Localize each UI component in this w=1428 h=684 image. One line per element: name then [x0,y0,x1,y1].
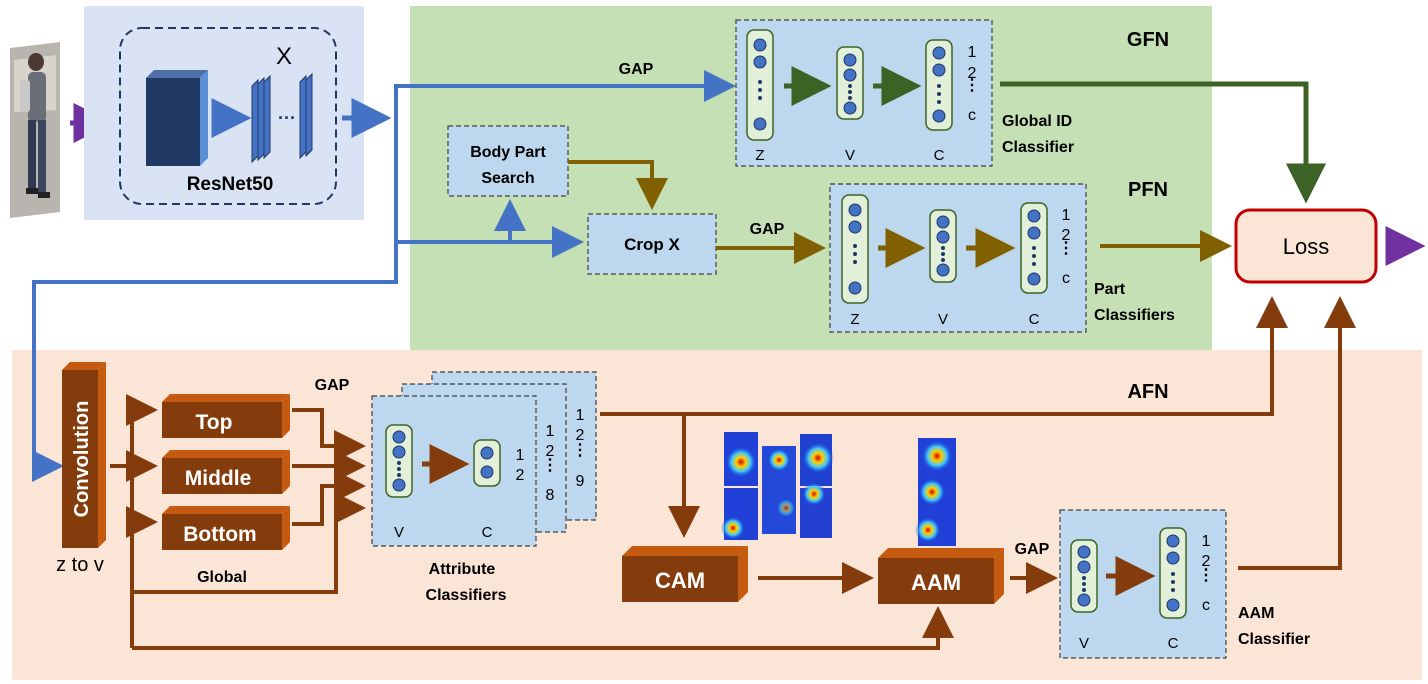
attr-stack3-index-1: 1 [576,407,585,424]
gfn-to-loss-line [1000,81,1326,204]
crop-x-box [587,213,717,275]
pfn-node-column-z [841,194,869,304]
pfn-col-v-label: V [938,311,948,328]
gfn-index-1: 1 [968,44,977,61]
feature-map-label: X [276,43,292,70]
aam-col-v-label: V [1079,635,1089,652]
attr-node-column-c [473,439,501,487]
bottom-block [162,506,290,550]
gfn-col-c-label: C [934,147,945,164]
attr-stack3-index-n: 9 [576,473,585,490]
pfn-section-label: PFN [1128,179,1168,201]
body-part-search-box [447,125,569,197]
aam-classifier-label-line2: Classifier [1238,631,1310,648]
attr-col-c-label: C [482,524,493,541]
attr-stack1-index-1: 1 [516,447,525,464]
cam-label: CAM [655,568,705,593]
middle-label: Middle [185,467,252,490]
top-to-attr-line [292,408,366,462]
aam-col-c-label: C [1168,635,1179,652]
pfn-classifier-label-line1: Part [1094,281,1126,298]
gfn-classifier-label-line1: Global ID [1002,113,1072,130]
attr-stack3-index-2: 2 [576,427,585,444]
pfn-index-1: 1 [1062,207,1071,224]
convolution-label: Convolution [71,401,93,518]
aam-index-dots: ⋮ [1198,567,1214,584]
body-part-search-label-line2: Search [481,170,534,187]
gfn-node-column-v [836,46,864,120]
pfn-gap-label: GAP [750,221,785,238]
gfn-node-column-z [746,29,774,141]
feature-map-x-icon: ··· [251,72,313,164]
body-part-search-label-line1: Body Part [470,144,546,161]
middle-block [162,450,290,494]
afn-gap-label: GAP [315,377,350,394]
aam-index-c: c [1202,597,1210,614]
gfn-classifier-label-line2: Classifier [1002,139,1074,156]
attr-stack2-index-1: 1 [546,423,555,440]
aam-node-column-c [1159,527,1187,619]
input-person-image [10,42,60,218]
pfn-classifier-label-line2: Classifiers [1094,307,1175,324]
loss-box [1234,208,1378,284]
cam-block [622,546,748,602]
gfn-col-v-label: V [845,147,855,164]
pfn-col-z-label: Z [850,311,859,328]
aam-label: AAM [911,570,961,595]
pfn-node-column-c [1020,202,1048,294]
crop-x-label: Crop X [624,235,680,254]
afn-input-line [32,242,398,482]
gfn-input-line [394,70,736,242]
conv-to-aam-line [132,606,954,650]
cam-heatmaps [721,432,834,540]
attr-classifiers-label-line1: Attribute [429,561,496,578]
aam-heatmap [915,438,956,546]
attr-stack1-index-2: 2 [516,467,525,484]
pfn-node-column-v [929,209,957,283]
top-label: Top [196,411,233,434]
gfn-classifier-box [735,19,993,167]
aam-index-2: 2 [1202,553,1211,570]
resnet-dashed-frame [119,27,337,205]
gfn-index-2: 2 [968,65,977,82]
top-block [162,394,290,438]
z-to-v-label: z to v [56,554,104,576]
aam-classifier-to-loss-line [1238,296,1356,570]
pfn-index-2: 2 [1062,227,1071,244]
bottom-to-attr-line [292,470,366,526]
gfn-index-dots: ⋮ [964,77,980,94]
pfn-index-c: c [1062,270,1070,287]
body-part-to-crop-line [568,160,668,210]
global-label: Global [197,569,247,586]
aam-classifier-label-line1: AAM [1238,605,1274,622]
attr-stack2-index-dots: ⋮ [542,457,558,474]
attr-classifiers-label-line2: Classifiers [426,587,507,604]
afn-section-label: AFN [1127,381,1168,403]
resnet-block-icon [146,70,208,166]
gfn-node-column-c [925,39,953,131]
svg-text:···: ··· [278,108,296,128]
attr-to-loss-line [600,296,1288,416]
aam-index-1: 1 [1202,533,1211,550]
aam-node-column-v [1070,539,1098,613]
convolution-block [62,362,106,548]
attr-stack2-index-n: 8 [546,487,555,504]
pfn-col-c-label: C [1029,311,1040,328]
loss-label: Loss [1283,234,1329,259]
attr-col-v-label: V [394,524,404,541]
aam-gap-label: GAP [1015,541,1050,558]
bottom-label: Bottom [183,523,256,546]
gfn-index-c: c [968,107,976,124]
gfn-gap-label: GAP [619,61,654,78]
gfn-section-label: GFN [1127,29,1169,51]
pfn-index-dots: ⋮ [1058,240,1074,257]
gfn-col-z-label: Z [755,147,764,164]
attr-stack2-index-2: 2 [546,443,555,460]
attr-node-column-v [385,424,413,498]
global-to-attr-line [132,492,366,594]
attr-stack3-index-dots: ⋮ [572,442,588,459]
resnet-label: ResNet50 [187,174,274,195]
aam-block [878,548,1004,604]
